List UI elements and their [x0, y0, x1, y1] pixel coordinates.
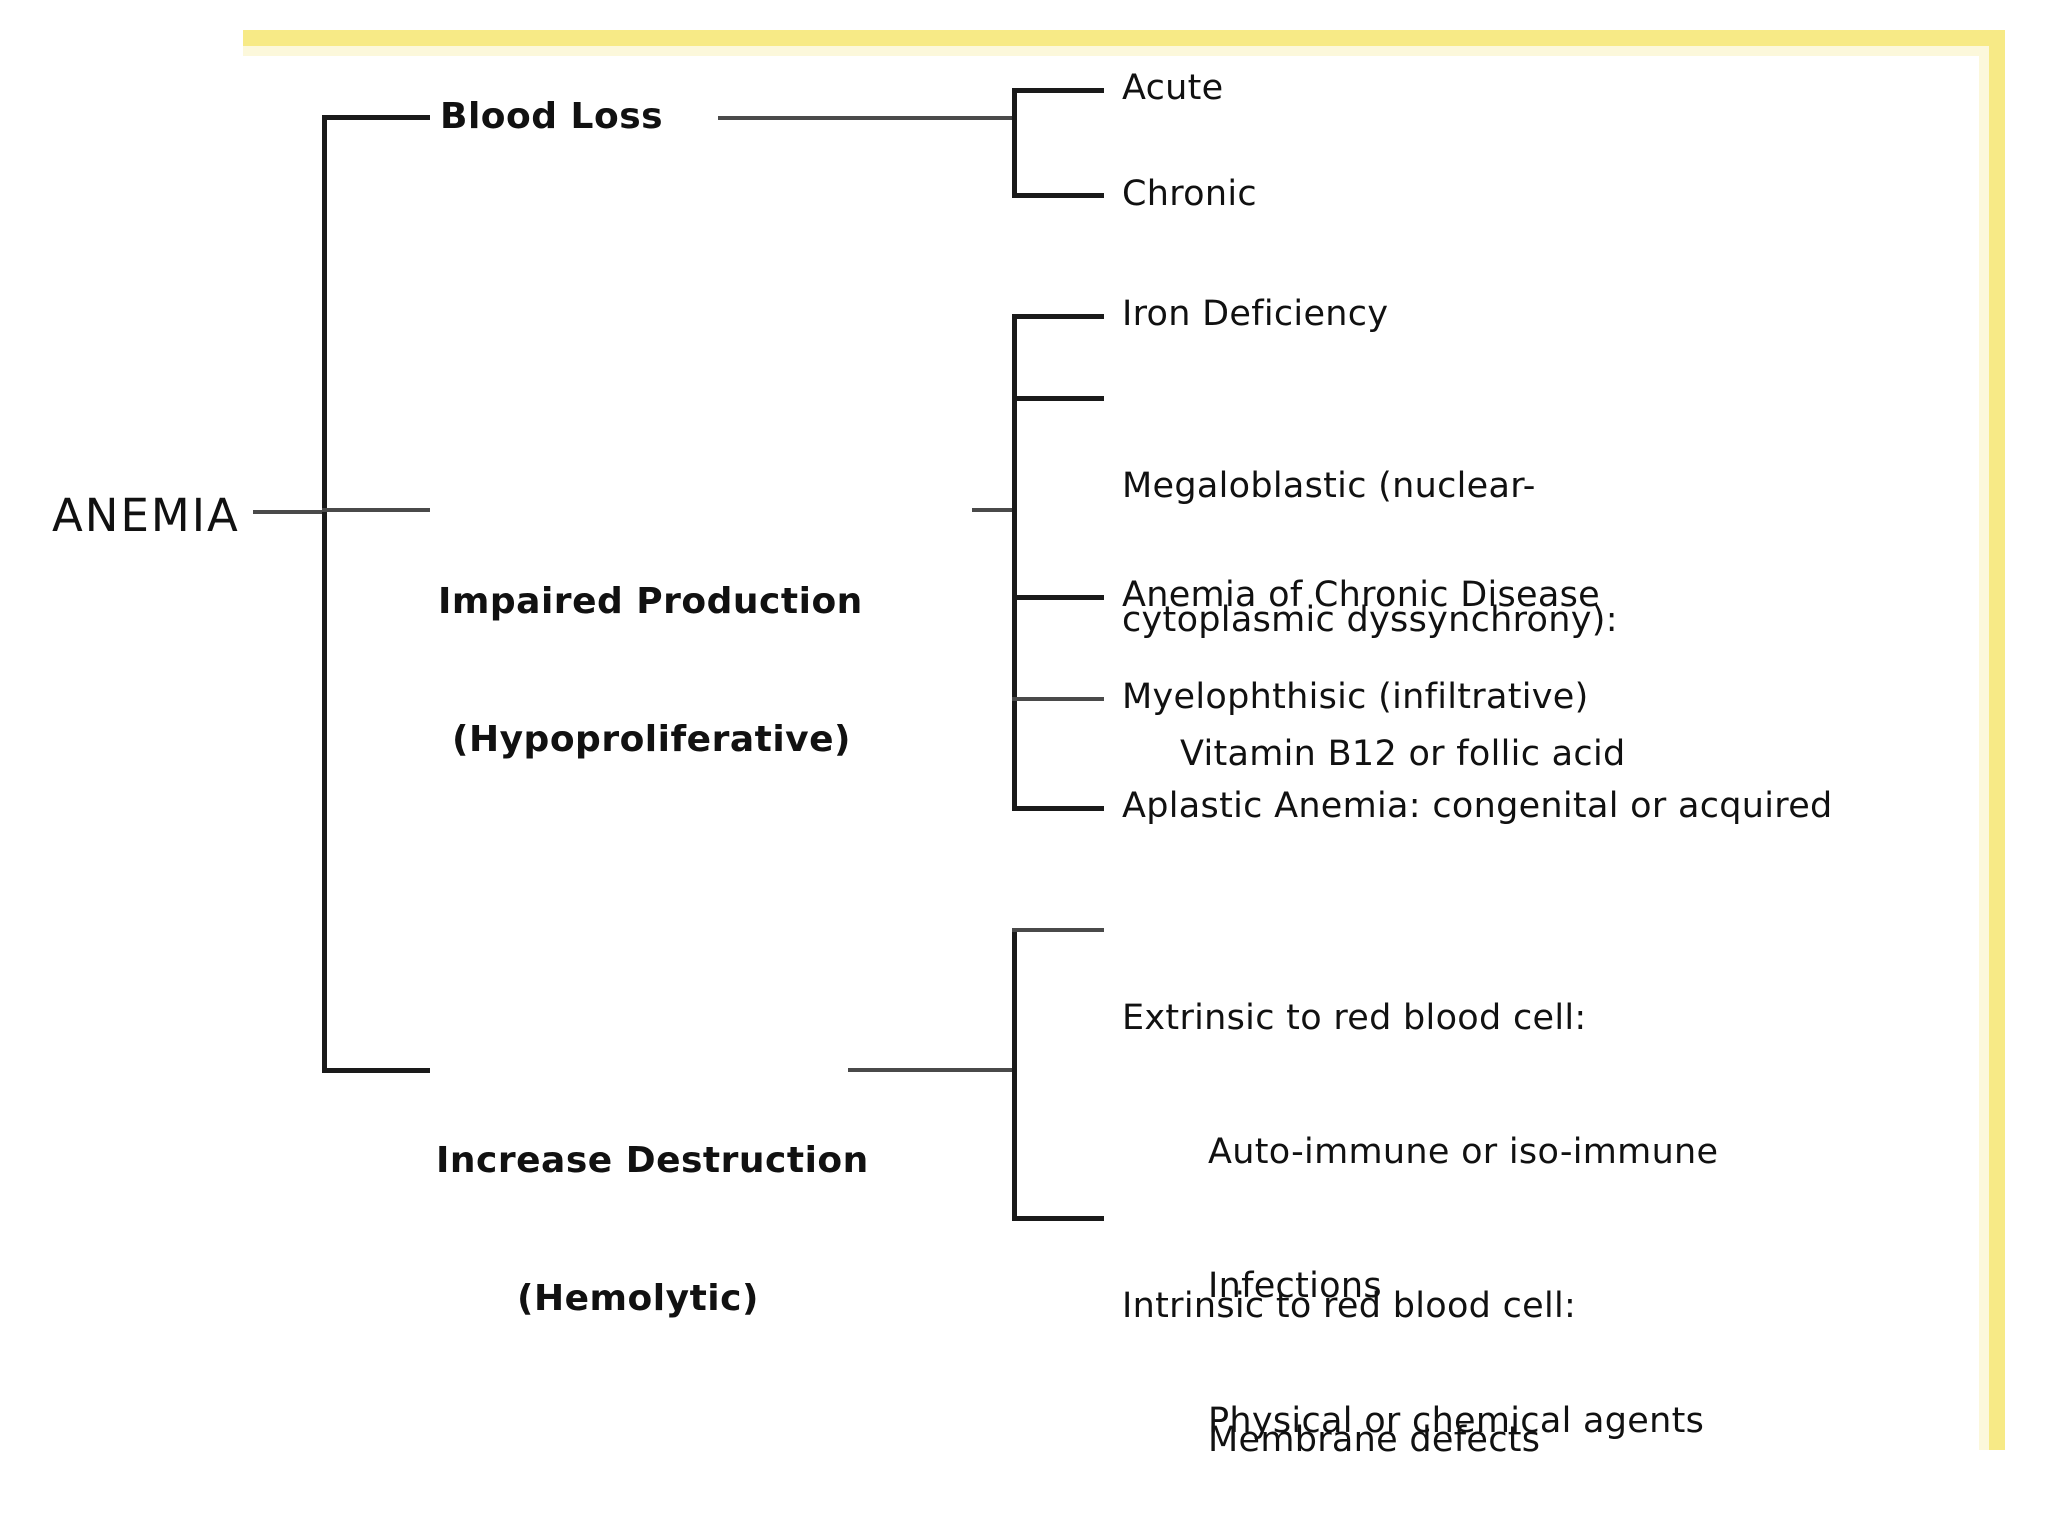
leaf-extrinsic-line3: Infections — [1208, 1266, 1382, 1307]
leaf-extrinsic-line1: Extrinsic to red blood cell: — [1122, 997, 1587, 1038]
connector-to-extrinsic — [1012, 928, 1104, 932]
leaf-megaloblastic-line1: Megaloblastic (nuclear- — [1122, 465, 1536, 506]
branch-label-impaired-production: Impaired Production (Hypoproliferative) — [438, 487, 863, 856]
leaf-aplastic-anemia: Aplastic Anemia: congenital or acquired — [1122, 786, 1833, 826]
connector-blood-loss-to-children — [718, 116, 1016, 120]
connector-to-blood-loss — [322, 115, 430, 120]
connector-to-chronic — [1012, 193, 1104, 198]
leaf-extrinsic-line4: Physical or chemical agents — [1208, 1400, 1705, 1441]
branch-label-increase-destruction: Increase Destruction (Hemolytic) — [436, 1046, 869, 1415]
connector-destruction-subtrunk — [1012, 928, 1017, 1221]
branch-label-blood-loss: Blood Loss — [440, 96, 664, 137]
leaf-extrinsic: Extrinsic to red blood cell: Auto-immune… — [1122, 906, 1718, 1533]
branch-label-increase-destruction-line2: (Hemolytic) — [517, 1278, 759, 1320]
leaf-acute: Acute — [1122, 68, 1224, 108]
connector-blood-loss-subtrunk — [1012, 88, 1017, 198]
connector-to-iron-deficiency — [1012, 314, 1104, 319]
leaf-iron-deficiency: Iron Deficiency — [1122, 294, 1389, 334]
leaf-intrinsic-line2: Membrane defects — [1208, 1419, 1541, 1460]
connector-impaired-subtrunk — [1012, 314, 1017, 811]
leaf-megaloblastic-line3: Vitamin B12 or follic acid — [1180, 734, 1626, 775]
connector-root-stub — [253, 510, 325, 514]
leaf-anemia-of-chronic-disease: Anemia of Chronic Disease — [1122, 575, 1601, 615]
leaf-megaloblastic-line2: cytoplasmic dyssynchrony): — [1122, 599, 1618, 640]
branch-label-impaired-production-line1: Impaired Production — [438, 581, 863, 623]
connector-to-megaloblastic — [1012, 396, 1104, 401]
branch-label-impaired-production-line2: (Hypoproliferative) — [452, 719, 851, 761]
leaf-intrinsic: Intrinsic to red blood cell: Membrane de… — [1122, 1194, 1873, 1536]
connector-to-intrinsic — [1012, 1216, 1104, 1221]
leaf-megaloblastic: Megaloblastic (nuclear- cytoplasmic dyss… — [1122, 374, 1626, 867]
connector-destruction-to-children — [848, 1068, 1016, 1072]
root-node-anemia: ANEMIA — [52, 489, 240, 542]
connector-to-anemia-chronic-disease — [1012, 595, 1104, 600]
leaf-extrinsic-line2: Auto-immune or iso-immune — [1208, 1131, 1719, 1172]
branch-label-increase-destruction-line1: Increase Destruction — [436, 1140, 869, 1182]
connector-to-impaired-production — [322, 508, 430, 512]
leaf-myelophthisic: Myelophthisic (infiltrative) — [1122, 677, 1589, 717]
connector-to-acute — [1012, 88, 1104, 93]
leaf-chronic: Chronic — [1122, 174, 1257, 214]
connector-to-increase-destruction — [322, 1068, 430, 1073]
connector-main-trunk — [322, 115, 327, 1073]
connector-impaired-to-children — [972, 508, 1016, 512]
connector-to-aplastic-anemia — [1012, 806, 1104, 811]
connector-to-myelophthisic — [1012, 697, 1104, 701]
leaf-intrinsic-line1: Intrinsic to red blood cell: — [1122, 1285, 1577, 1326]
